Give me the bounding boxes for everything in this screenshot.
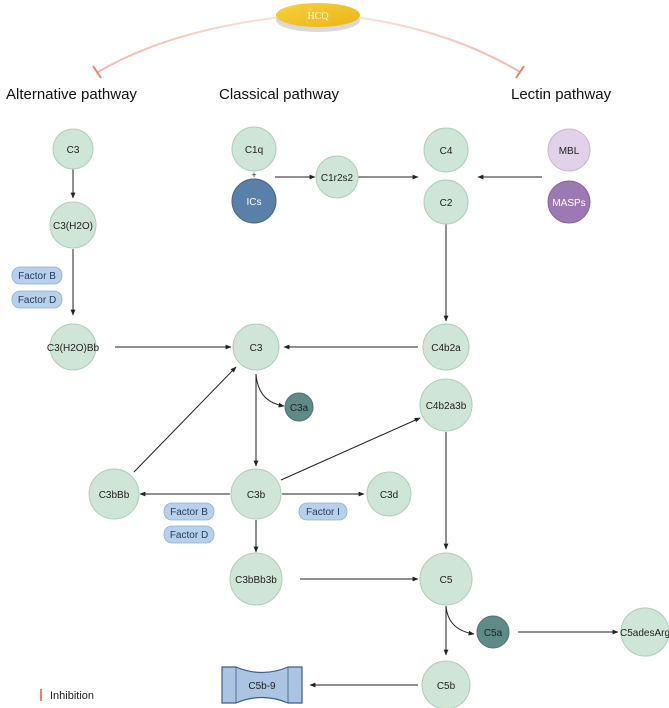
- pill-label: Factor D: [170, 530, 208, 541]
- alternative-pathway-header: Alternative pathway: [6, 86, 137, 103]
- node-c4b2a: C4b2a: [422, 323, 470, 371]
- node-label: C2: [440, 198, 453, 209]
- node-c3h2o: C3(H2O): [49, 201, 97, 249]
- plus-sign: +: [251, 170, 256, 180]
- edges: [70, 168, 619, 688]
- legend-label: Inhibition: [50, 690, 94, 702]
- node-label: C5a: [484, 628, 503, 639]
- node-label: C1r2s2: [321, 173, 354, 184]
- node-c3bbb: C3bBb: [88, 468, 140, 520]
- node-label: C3d: [380, 490, 398, 501]
- node-c3d: C3d: [366, 471, 412, 517]
- edge-c3-to-c3a: [255, 373, 285, 408]
- node-label: C5b-9: [248, 681, 276, 692]
- classical-pathway-header: Classical pathway: [219, 86, 340, 103]
- node-c1q: C1q: [231, 126, 277, 172]
- pill-factor-b-top: Factor B: [11, 266, 63, 285]
- node-c4b2a3b: C4b2a3b: [419, 378, 473, 432]
- node-label: C3bBb: [99, 490, 130, 501]
- legend-inhibition: Inhibition: [4, 689, 94, 702]
- inhibition-bar-alternative: [92, 65, 102, 79]
- edge-c3b-to-c4b2a3b: [280, 417, 421, 481]
- pill-factor-b-bottom: Factor B: [163, 502, 215, 521]
- node-label: C5: [440, 575, 453, 586]
- node-label: C3(H2O): [53, 221, 93, 232]
- node-c3bbb3b: C3bBb3b: [229, 552, 283, 606]
- node-label: C4b2a: [431, 343, 461, 354]
- node-c3-alternative: C3: [52, 128, 94, 170]
- node-label: ICs: [247, 197, 262, 208]
- node-label: C3bBb3b: [235, 575, 277, 586]
- node-c5a: C5a: [476, 615, 510, 649]
- node-label: C3: [67, 145, 80, 156]
- node-ics: ICs: [231, 178, 277, 224]
- node-label: C5b: [437, 681, 456, 692]
- node-c1r2s2: C1r2s2: [315, 155, 359, 199]
- node-c3a: C3a: [284, 392, 314, 422]
- node-c3-central: C3: [232, 323, 280, 371]
- node-label: C3b: [247, 490, 266, 501]
- inhibition-arc-lectin: [354, 16, 521, 73]
- edge-c5-to-c5a: [445, 605, 475, 636]
- node-c3b: C3b: [230, 468, 282, 520]
- node-c5b: C5b: [421, 660, 471, 708]
- node-label: C1q: [245, 145, 263, 156]
- node-c5adesarg: C5adesArg: [620, 607, 669, 657]
- inhibition-bar-lectin: [515, 65, 525, 79]
- hcq-pill: HCQ: [276, 3, 360, 32]
- node-label: C3: [250, 343, 263, 354]
- node-label: C3(H2O)Bb: [47, 343, 100, 354]
- node-label: C3a: [290, 403, 309, 414]
- node-c3h2obb: C3(H2O)Bb: [47, 323, 100, 371]
- node-label: C4: [440, 146, 453, 157]
- pill-label: Factor B: [18, 271, 56, 282]
- edge-c3bbb-to-c3: [133, 366, 237, 473]
- node-label: MBL: [559, 146, 580, 157]
- pill-label: Factor D: [18, 295, 56, 306]
- node-masps: MASPs: [547, 180, 591, 224]
- node-label: C5adesArg: [620, 628, 669, 639]
- node-c5b9-mac: C5b-9: [221, 666, 303, 704]
- pill-factor-d-bottom: Factor D: [163, 525, 215, 544]
- node-c2: C2: [423, 179, 469, 225]
- pill-label: Factor I: [306, 507, 340, 518]
- node-mbl: MBL: [547, 128, 591, 172]
- pill-factor-i: Factor I: [298, 502, 348, 521]
- node-label: MASPs: [552, 198, 585, 209]
- inhibition-arc-alternative: [97, 16, 283, 73]
- pill-label: Factor B: [170, 507, 208, 518]
- node-c4: C4: [423, 127, 469, 173]
- pill-factor-d-top: Factor D: [11, 290, 63, 309]
- node-c5: C5: [419, 552, 473, 606]
- node-label: C4b2a3b: [426, 401, 467, 412]
- hcq-label: HCQ: [307, 11, 329, 22]
- lectin-pathway-header: Lectin pathway: [511, 86, 612, 103]
